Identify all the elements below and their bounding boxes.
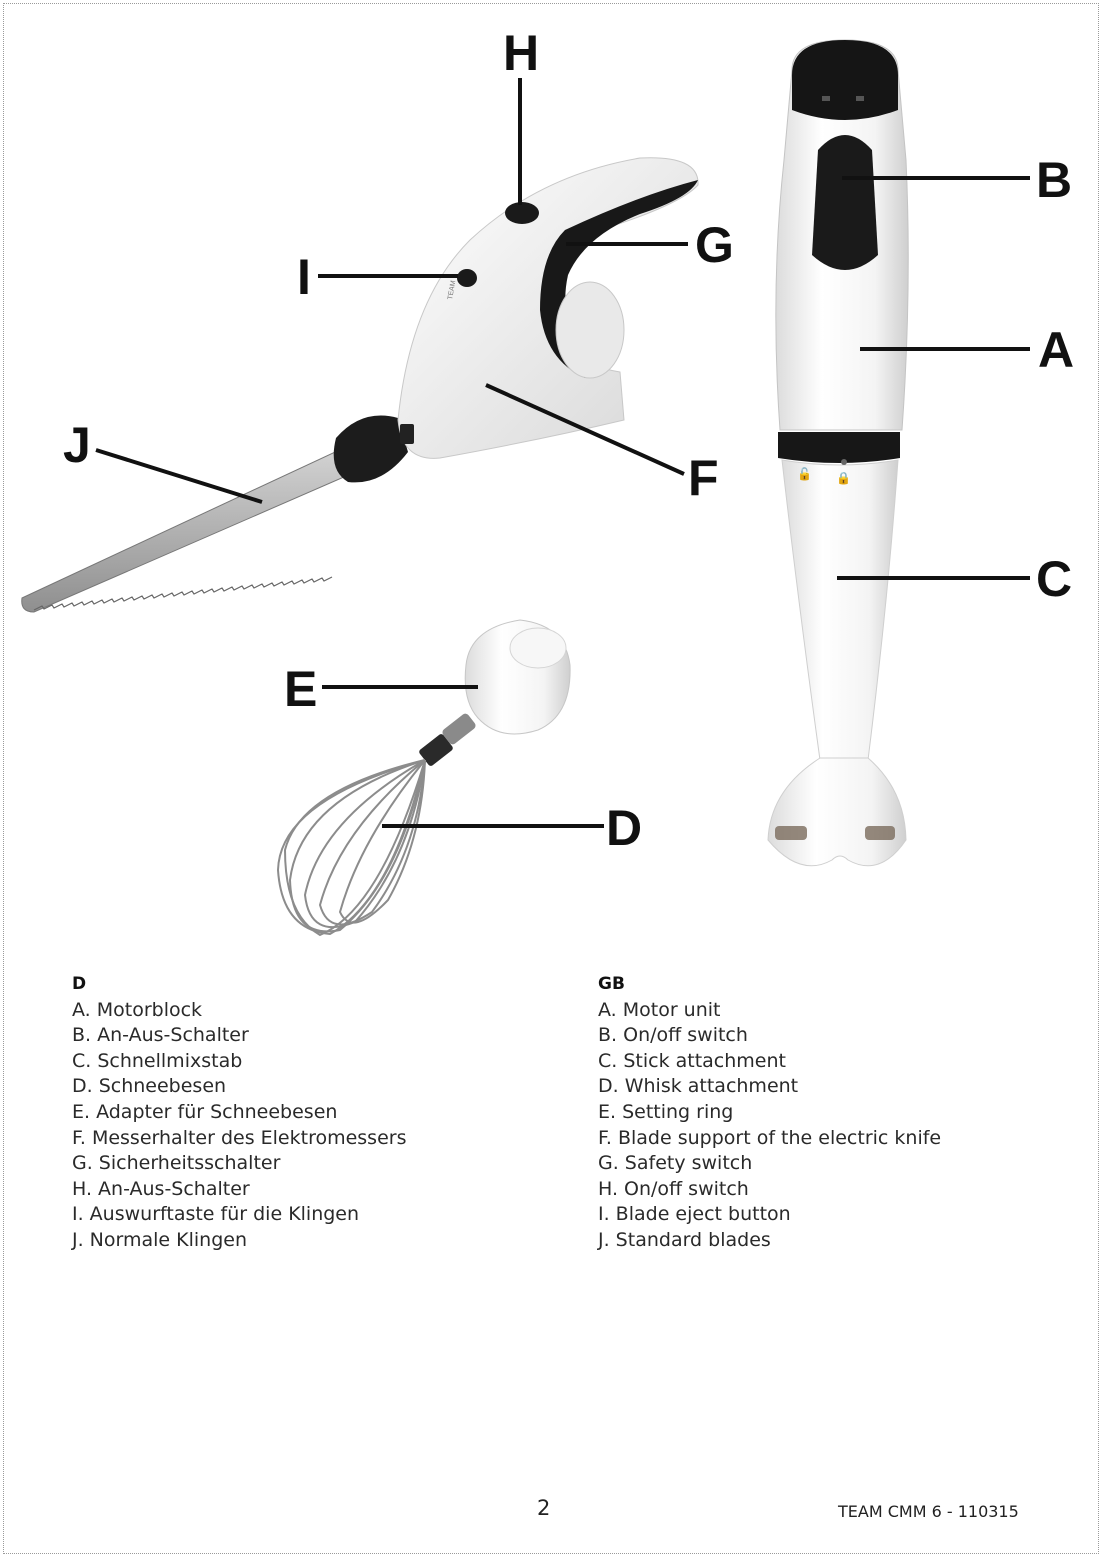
- blender-ring: [778, 432, 900, 463]
- callout-g: G: [695, 217, 734, 273]
- legend-heading: GB: [598, 974, 625, 994]
- callout-e: E: [284, 661, 317, 717]
- legend-item: I. Auswurftaste für die Klingen: [72, 1203, 360, 1226]
- legend-item: E. Adapter für Schneebesen: [72, 1100, 338, 1123]
- legend-item: G. Safety switch: [598, 1152, 753, 1175]
- callout-i: I: [297, 249, 311, 305]
- blender-top-cap: [792, 40, 898, 120]
- whisk-coupling: [442, 713, 476, 745]
- knife-logo: TEAM: [447, 280, 457, 301]
- knife-eject-button: [457, 269, 477, 287]
- page-number: 2: [537, 1496, 551, 1520]
- blender-power-switch: [812, 135, 878, 270]
- legend-item: I. Blade eject button: [598, 1203, 791, 1226]
- legend-item: D. Whisk attachment: [598, 1075, 799, 1098]
- callout-d: D: [606, 800, 642, 856]
- whisk-attachment: [276, 619, 571, 937]
- knife-blade-holder: [333, 415, 408, 483]
- callout-a: A: [1038, 322, 1074, 378]
- leader-j: [95, 448, 263, 504]
- blender-foot: [767, 757, 907, 867]
- legend-item: A. Motor unit: [598, 998, 721, 1021]
- legend-item: J. Standard blades: [598, 1228, 771, 1251]
- legend-item: H. An-Aus-Schalter: [72, 1177, 250, 1200]
- legend-item: C. Schnellmixstab: [72, 1049, 243, 1072]
- legend-item: C. Stick attachment: [598, 1049, 786, 1072]
- legend-item: J. Normale Klingen: [72, 1228, 248, 1251]
- knife-handle-grip: [540, 180, 698, 378]
- legend-item: A. Motorblock: [72, 998, 203, 1021]
- document-reference: TEAM CMM 6 - 110315: [838, 1502, 1019, 1521]
- legend-item: H. On/off switch: [598, 1177, 749, 1200]
- legend-item: E. Setting ring: [598, 1100, 734, 1123]
- callout-f: F: [688, 450, 719, 506]
- legend-item: B. On/off switch: [598, 1024, 748, 1047]
- callout-j: J: [63, 417, 91, 473]
- knife-blade: [21, 445, 361, 613]
- legend-item: D. Schneebesen: [72, 1075, 227, 1098]
- knife-motor-cap: [555, 281, 625, 379]
- page-border: [3, 3, 1099, 1554]
- knife-blade-release: [400, 424, 414, 444]
- product-illustration: 🔓 🔒 TEAM: [21, 25, 1074, 937]
- leader-lines: [95, 78, 1030, 828]
- hand-blender: 🔓 🔒: [767, 39, 909, 867]
- whisk-wires: [276, 759, 426, 937]
- knife-power-switch: [505, 202, 539, 224]
- lock-open-icon: 🔓: [797, 467, 812, 481]
- legend-item: F. Blade support of the electric knife: [598, 1126, 942, 1149]
- legend-heading: D: [72, 974, 87, 994]
- lock-closed-icon: 🔒: [836, 471, 851, 485]
- knife-blade-serration: [33, 576, 333, 611]
- legend-german: D A. Motorblock B. An-Aus-Schalter C. Sc…: [72, 972, 407, 1254]
- blender-foot-window-left: [775, 826, 807, 840]
- legend-item: F. Messerhalter des Elektromessers: [72, 1126, 407, 1149]
- blender-stick: [781, 459, 899, 761]
- callout-h: H: [503, 25, 539, 81]
- leader-f: [485, 383, 685, 476]
- blender-cap-dots: [822, 96, 830, 101]
- electric-knife: TEAM: [21, 157, 699, 613]
- legend-item: G. Sicherheitsschalter: [72, 1152, 281, 1175]
- legend-english: GB A. Motor unit B. On/off switch C. Sti…: [598, 972, 941, 1254]
- legend-item: B. An-Aus-Schalter: [72, 1024, 249, 1047]
- blender-foot-window-right: [865, 826, 895, 840]
- callout-c: C: [1036, 551, 1072, 607]
- callout-b: B: [1036, 152, 1072, 208]
